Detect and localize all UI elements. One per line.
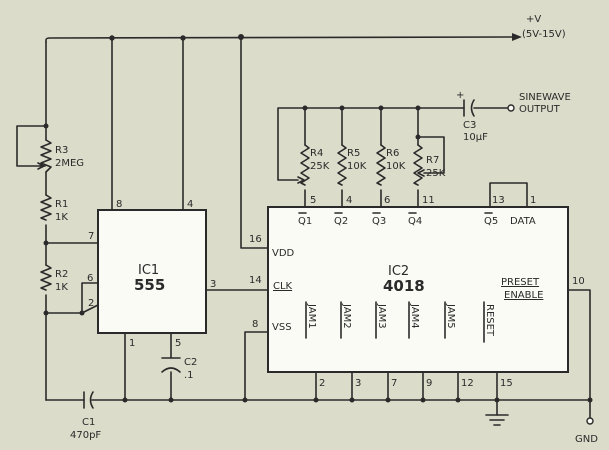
ic1-pin-6: 6: [87, 273, 93, 284]
output-terminal: [507, 104, 515, 112]
ic1-pin-7: 7: [88, 231, 94, 242]
ic2-name: IC2: [388, 264, 409, 279]
c3-polarity: +: [456, 90, 464, 101]
ic2-pin-10: 10: [572, 276, 585, 287]
ic2-label-jam5: JAM5: [445, 303, 456, 329]
supply-range: (5V-15V): [522, 29, 566, 40]
output-label-1: SINEWAVE: [519, 92, 571, 103]
r6-name: R6: [386, 148, 399, 159]
r5-value: 10K: [347, 161, 367, 172]
supply-rail: [45, 36, 513, 43]
ic2-label-vdd: VDD: [272, 248, 295, 259]
ic1-part: 555: [134, 276, 165, 294]
output-label-2: OUTPUT: [519, 104, 561, 115]
c3-name: C3: [463, 120, 476, 131]
ic1-pin-1: 1: [129, 338, 135, 349]
r5-name: R5: [347, 148, 360, 159]
c1-value: 470pF: [70, 430, 101, 441]
capacitor-c2: [161, 357, 181, 373]
ic1-pin-2: 2: [88, 298, 94, 309]
c2-value: .1: [184, 370, 194, 381]
ic2-pin-3: 3: [355, 378, 361, 389]
ic1-pin-3: 3: [210, 279, 216, 290]
wires: [16, 33, 591, 419]
r4-name: R4: [310, 148, 323, 159]
ic2-label-clk: CLK: [273, 281, 293, 292]
gnd-label: GND: [575, 434, 598, 445]
ic1-pin-8: 8: [116, 199, 122, 210]
ic2-pin-15: 15: [500, 378, 513, 389]
ic2-pin-9: 9: [426, 378, 432, 389]
ic2-4018: [267, 206, 569, 373]
resistor-r1: [40, 194, 52, 221]
r7-value: 25K: [426, 168, 446, 179]
ic2-label-jam2: JAM2: [341, 303, 352, 329]
ic2-pin-4: 4: [346, 195, 352, 206]
r3-name: R3: [55, 145, 68, 156]
r6-value: 10K: [386, 161, 406, 172]
ic2-label-vss: VSS: [272, 322, 292, 333]
ic2-pin-2: 2: [319, 378, 325, 389]
resistor-r5: [337, 144, 347, 186]
c3-value: 10µF: [463, 132, 488, 143]
capacitors: [83, 99, 594, 425]
resistor-r6: [376, 144, 386, 186]
ic2-label-enable: ENABLE: [504, 290, 543, 301]
r7-name: R7: [426, 155, 439, 166]
ic2-pin-1: 1: [530, 195, 536, 206]
r1-value: 1K: [55, 212, 68, 223]
ic2-pin-16: 16: [249, 234, 262, 245]
ic2-label-q2: Q2: [334, 216, 348, 227]
junctions: [43, 34, 593, 403]
ic1-pin-4: 4: [187, 199, 193, 210]
ic2-pin-5: 5: [310, 195, 316, 206]
r1-name: R1: [55, 199, 68, 210]
c1-name: C1: [82, 417, 95, 428]
capacitor-c3: [463, 99, 475, 117]
ic2-pin-6: 6: [384, 195, 390, 206]
ic1-555: [97, 209, 207, 334]
ic2-label-jam3: JAM3: [376, 303, 387, 329]
ic2-pin-12: 12: [461, 378, 474, 389]
supply-label: +V: [526, 14, 541, 25]
supply-arrow-icon: [512, 33, 522, 41]
ic1-name: IC1: [138, 263, 159, 278]
ic2-label-q5: Q5: [484, 216, 498, 227]
r2-name: R2: [55, 269, 68, 280]
ic2-part: 4018: [383, 277, 425, 295]
resistor-r2: [40, 264, 52, 291]
r2-value: 1K: [55, 282, 68, 293]
r3-value: 2MEG: [55, 158, 84, 169]
ic2-label-jam1: JAM1: [306, 303, 317, 329]
resistors: [37, 139, 425, 291]
ic2-label-preset: PRESET: [501, 277, 540, 288]
ic2-pin-11: 11: [422, 195, 435, 206]
ic2-label-q1: Q1: [298, 216, 312, 227]
ic2-pin-13: 13: [492, 195, 505, 206]
ic2-pin-8: 8: [252, 319, 258, 330]
gnd-terminal: [586, 417, 594, 425]
c2-name: C2: [184, 357, 197, 368]
ic2-label-q4: Q4: [408, 216, 422, 227]
capacitor-c1: [83, 391, 94, 409]
ic2-label-jam4: JAM4: [409, 303, 420, 329]
ic2-label-reset: RESET: [484, 304, 495, 337]
ground-icon: [485, 414, 509, 426]
r4-value: 25K: [310, 161, 330, 172]
resistor-r7: [413, 144, 423, 186]
resistor-r4: [300, 144, 310, 186]
ic2-pin-7: 7: [391, 378, 397, 389]
ic2-pin-14: 14: [249, 275, 262, 286]
resistor-r3: [40, 139, 52, 173]
ic2-label-data: DATA: [510, 216, 536, 227]
ic1-pin-5: 5: [175, 338, 181, 349]
ic2-label-q3: Q3: [372, 216, 386, 227]
